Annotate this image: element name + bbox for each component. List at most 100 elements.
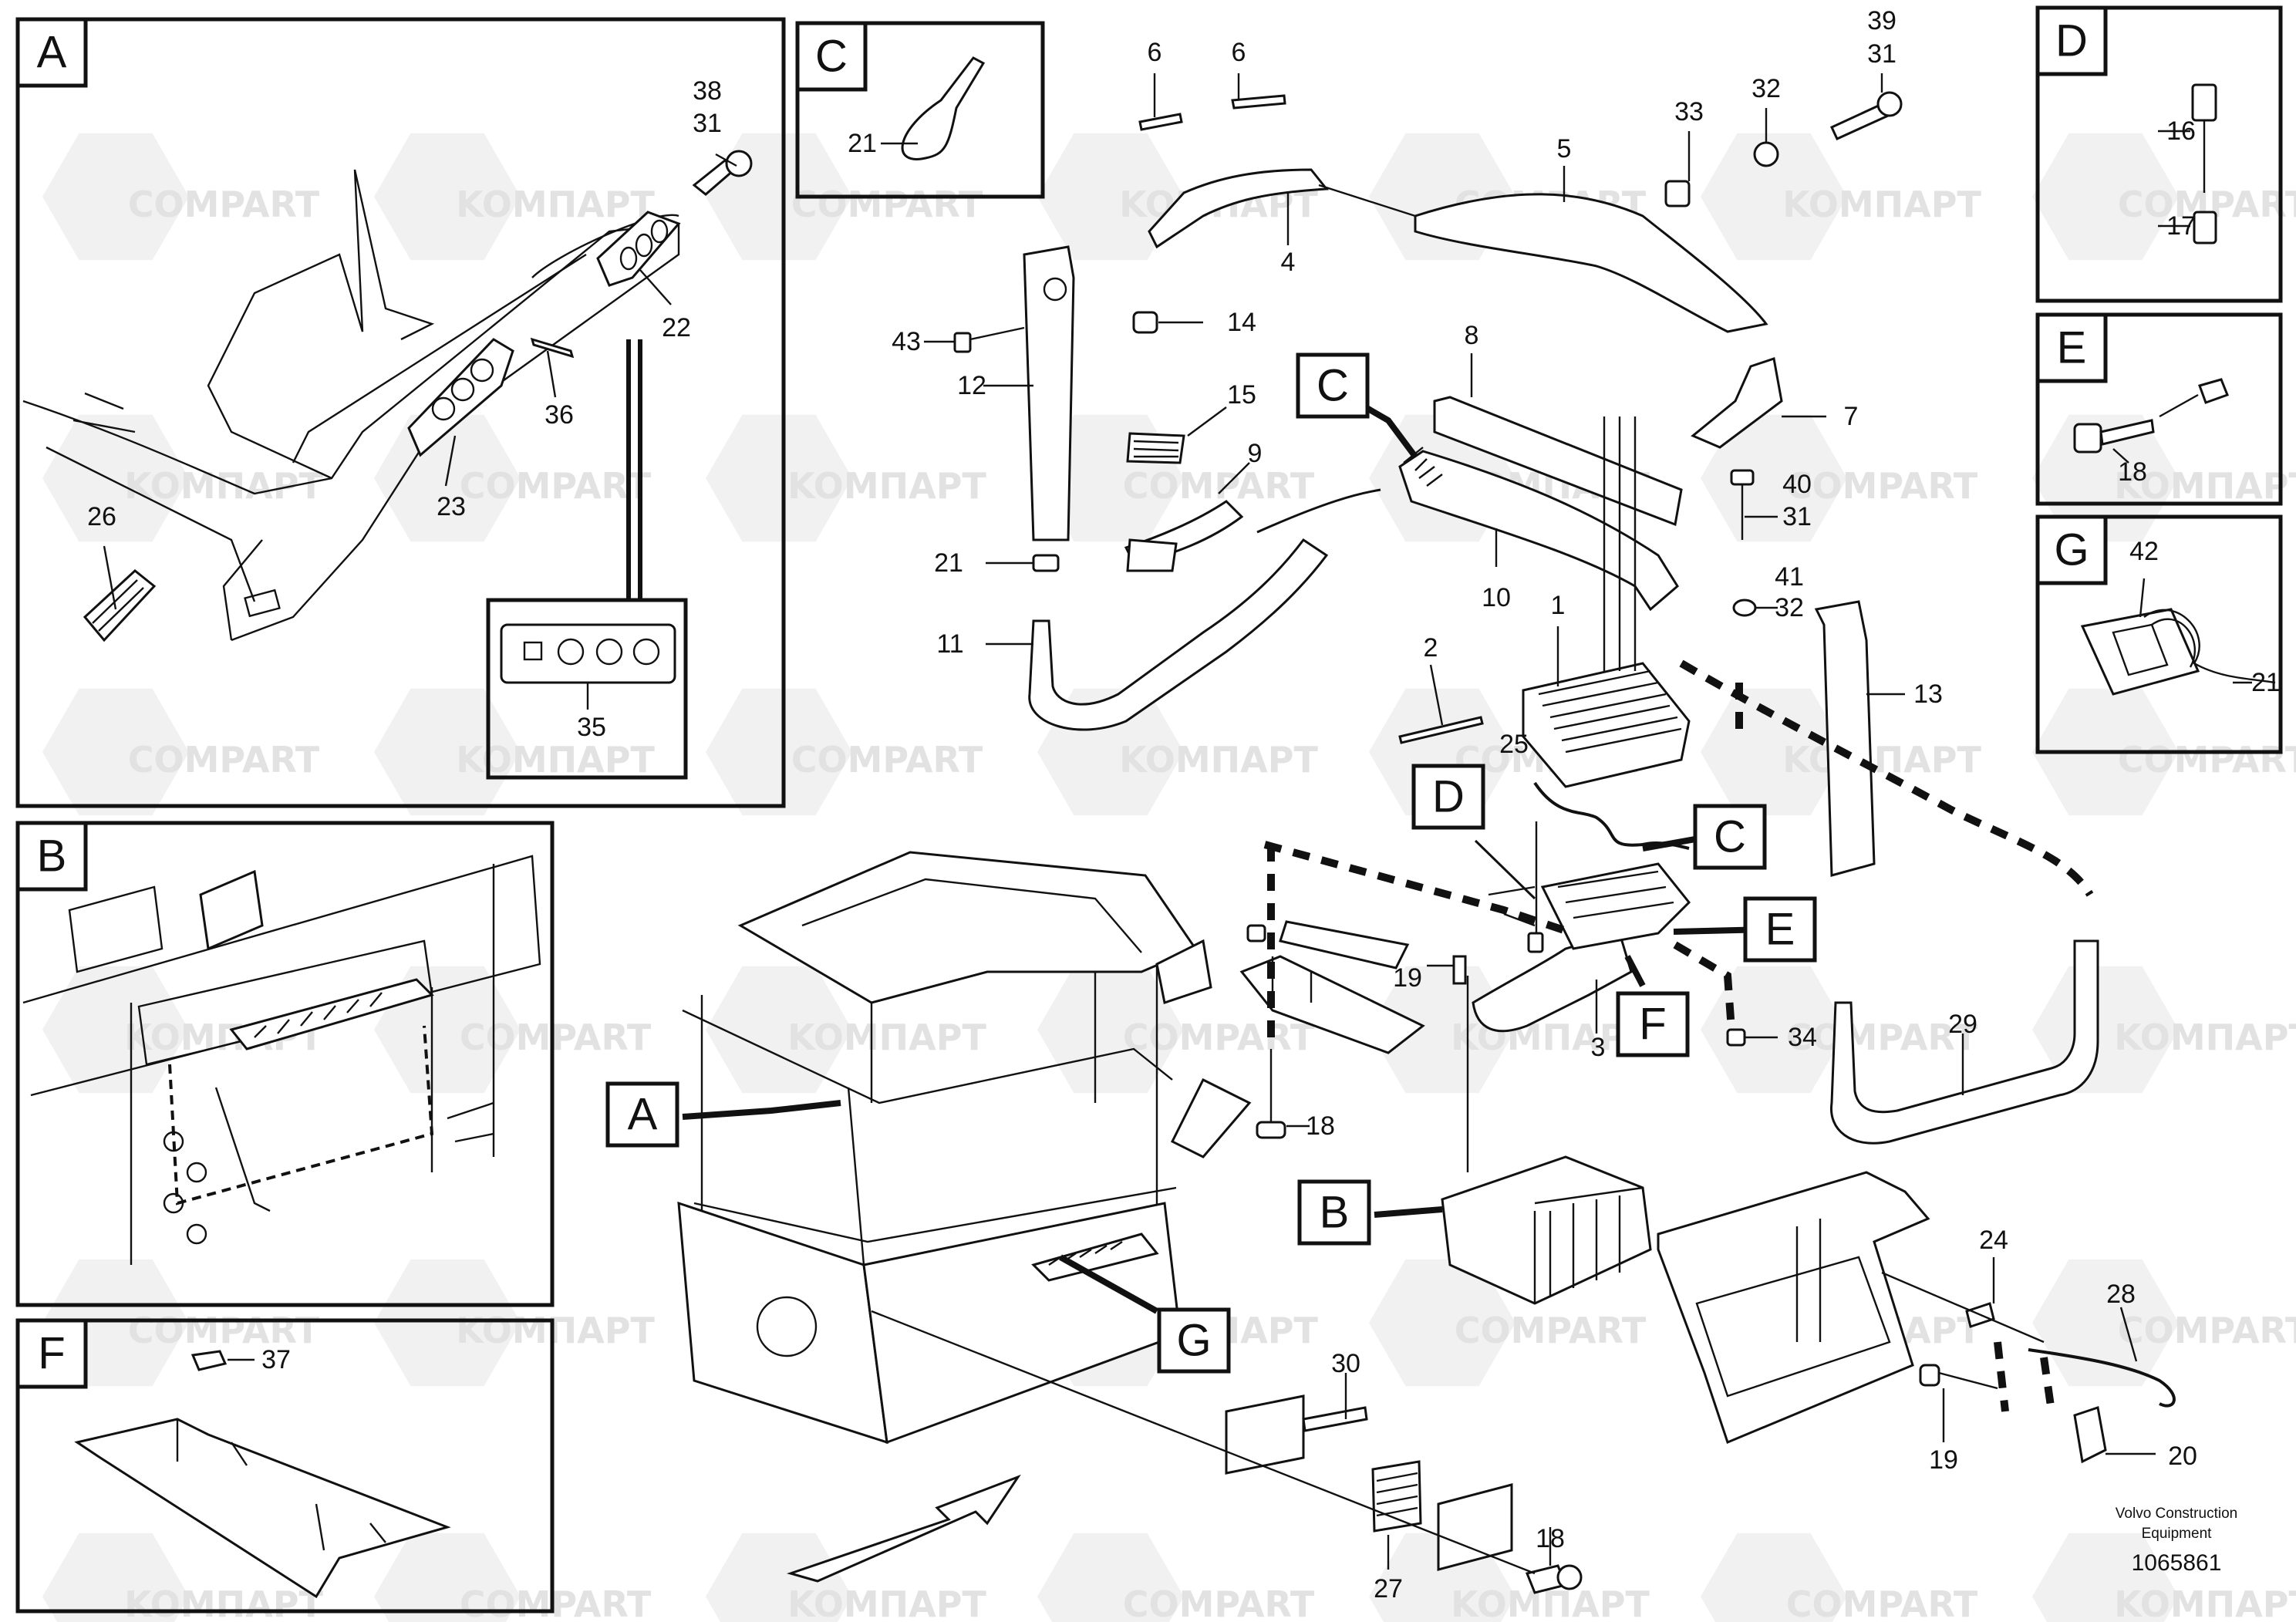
watermark-text: KOMПAPT <box>456 184 655 225</box>
watermark-hex <box>1369 1259 1515 1387</box>
watermark-hex <box>1701 414 1847 542</box>
watermark-text: COMPART <box>1786 465 1978 507</box>
watermark-text: KOMПAPT <box>1782 739 1981 781</box>
callout-f-text: F <box>1639 1000 1666 1050</box>
louvre-30b <box>1302 1406 1368 1432</box>
watermark-hex <box>1037 133 1184 261</box>
panel-c-cable-tie-drawing <box>881 56 986 160</box>
watermark-hex <box>706 688 852 816</box>
clamp-20 <box>2073 1406 2107 1464</box>
watermark-hex <box>1701 966 1847 1094</box>
part-number-11: 11 <box>936 629 963 659</box>
part-number-27: 27 <box>1374 1574 1403 1603</box>
watermark-hex <box>2032 133 2179 261</box>
part-number-6-b: 6 <box>1232 38 1246 67</box>
panel-a-letter: A <box>37 28 67 78</box>
watermark-text: COMPART <box>460 1583 652 1622</box>
watermark-text: COMPART <box>128 1310 320 1351</box>
callout-c-lower[interactable]: C <box>1693 804 1767 870</box>
callout-e-text: E <box>1765 905 1795 955</box>
watermark-text: KOMПAPT <box>1782 184 1981 225</box>
watermark-hex <box>706 966 852 1094</box>
strip-6b <box>1231 94 1286 110</box>
clip-37 <box>190 1350 228 1371</box>
grille-26 <box>83 569 157 642</box>
panel-d-bolt-drawing <box>2158 83 2217 244</box>
watermark-hex <box>374 1259 521 1387</box>
duct-end-7 <box>1691 357 1783 449</box>
heater-core-1 <box>1522 662 1691 788</box>
part-number-19-right: 19 <box>1929 1445 1958 1475</box>
callout-e[interactable]: E <box>1743 896 1817 963</box>
part-number-33: 33 <box>1674 97 1704 126</box>
duct-4 <box>1148 168 1329 249</box>
watermark-text: KOMПAPT <box>2114 1017 2296 1058</box>
watermark-hex <box>42 133 189 261</box>
callout-d[interactable]: D <box>1411 764 1485 830</box>
screw-18-head <box>2073 423 2102 454</box>
main-duct-assembly <box>924 73 2099 1305</box>
part-number-34: 34 <box>1788 1023 1817 1052</box>
panel-c-letter: C <box>815 32 848 82</box>
watermark-hex <box>1701 133 1847 261</box>
strip-6a <box>1138 113 1183 131</box>
part-number-12: 12 <box>957 371 986 400</box>
part-number-31-c: 31 <box>1782 502 1812 531</box>
callout-g[interactable]: G <box>1157 1307 1231 1374</box>
part-number-labels: 38 31 22 36 23 26 35 21 6 6 4 5 33 32 39… <box>87 6 2281 1603</box>
cab-body <box>677 851 1252 1445</box>
bolt-16 <box>2191 83 2217 122</box>
panel-e-screw-drawing <box>2073 378 2229 464</box>
credit-line-2: Equipment <box>2142 1526 2213 1542</box>
panel-d-letter: D <box>2055 16 2088 66</box>
nut-34 <box>1726 1028 1746 1047</box>
part-number-8: 8 <box>1465 321 1479 350</box>
panel-b-heater-install-drawing <box>22 855 541 1265</box>
part-number-37: 37 <box>261 1345 291 1374</box>
part-number-10: 10 <box>1482 583 1511 612</box>
blower-3 <box>1472 932 1633 1033</box>
callout-f[interactable]: F <box>1616 991 1690 1057</box>
part-number-13: 13 <box>1913 679 1943 709</box>
nut-e <box>2198 378 2229 404</box>
cab-vent-g <box>1031 1233 1159 1282</box>
callout-c-lower-text: C <box>1714 812 1746 862</box>
louvre-parts <box>786 1310 1583 1594</box>
control-panel-22 <box>596 211 681 287</box>
callout-c-upper[interactable]: C <box>1296 352 1370 419</box>
bolt-43 <box>953 332 972 353</box>
part-number-24: 24 <box>1979 1226 2008 1255</box>
callout-d-text: D <box>1432 772 1465 822</box>
callout-a[interactable]: A <box>605 1081 679 1148</box>
watermark-hex <box>374 133 521 261</box>
watermark-text: COMPART <box>791 739 983 781</box>
bolt-18 <box>1256 1121 1286 1139</box>
watermark-text: COMPART <box>1455 1310 1647 1351</box>
panel-g-letter: G <box>2054 525 2089 575</box>
part-number-7: 7 <box>1844 402 1859 431</box>
washer-41-32 <box>1732 599 1757 617</box>
watermark-hex <box>42 414 189 542</box>
part-number-19-main: 19 <box>1393 963 1422 993</box>
plug-33 <box>1664 180 1691 207</box>
watermark-text: KOMПAPT <box>787 1017 986 1058</box>
detail-panel-d: D <box>2035 5 2283 303</box>
rod-2 <box>1398 716 1484 744</box>
duct-10 <box>1398 450 1679 612</box>
detail-panel-g: G <box>2035 514 2283 754</box>
bolt-19-right <box>1919 1364 1940 1387</box>
dashed-connectors <box>1263 659 2094 1049</box>
watermark-text: COMPART <box>1123 1583 1315 1622</box>
panel-b-display <box>199 869 264 951</box>
part-number-42: 42 <box>2129 537 2159 566</box>
part-number-30: 30 <box>1331 1349 1360 1378</box>
louvre-frame <box>1437 1483 1513 1571</box>
callout-b[interactable]: B <box>1297 1179 1371 1246</box>
watermark-text: COMPART <box>1123 465 1315 507</box>
bracket-13 <box>1814 600 1876 877</box>
callout-a-text: A <box>628 1090 658 1140</box>
part-number-32-a: 32 <box>1752 74 1781 103</box>
watermark-hex <box>2032 414 2179 542</box>
right-bracket-assembly <box>1657 1171 2176 1464</box>
